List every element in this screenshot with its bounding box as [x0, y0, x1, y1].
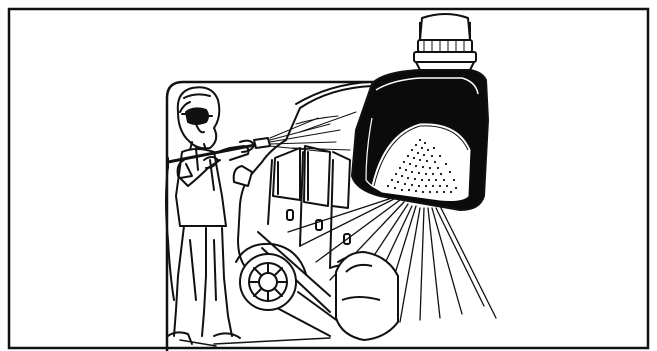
- foreground-wand-tip: [335, 251, 399, 341]
- nozzle-spray-dots: [386, 138, 458, 194]
- wand-spray-stream: [269, 111, 357, 153]
- outer-border: [7, 7, 650, 350]
- scene-frame: [165, 80, 410, 351]
- spray-fan-icon: [287, 197, 497, 323]
- spray-nozzle-tip-icon: [351, 13, 489, 211]
- ground-lines: [179, 337, 331, 347]
